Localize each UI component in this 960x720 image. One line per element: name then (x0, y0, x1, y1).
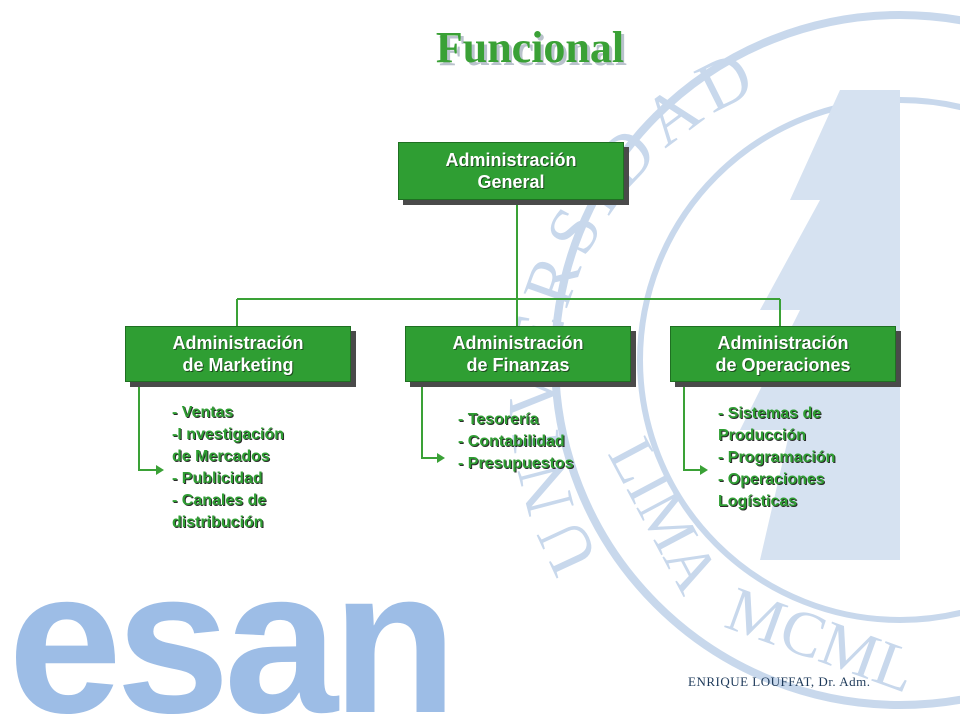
list-item: - Operaciones (718, 471, 825, 488)
connector-lines (138, 198, 781, 471)
arrowheads (156, 453, 708, 475)
list-item: - Ventas (172, 404, 234, 421)
list-item: - Contabilidad (458, 433, 565, 450)
list-item: de Mercados (172, 448, 270, 465)
tree-icon (740, 90, 900, 560)
node-label-line2: de Operaciones (715, 355, 851, 375)
finanzas-functions-list: - Tesorería - Contabilidad - Presupuesto… (458, 409, 618, 475)
list-item: - Programación (718, 449, 836, 466)
node-label-line1: Administración (172, 333, 304, 353)
arrowhead-operaciones (700, 465, 708, 475)
slide-title: Funcional (435, 23, 625, 72)
node-administracion-finanzas: Administración de Finanzas (405, 326, 631, 382)
arrowhead-marketing (156, 465, 164, 475)
node-label-line2: de Finanzas (466, 355, 570, 375)
esan-logo-watermark: esan (8, 527, 451, 720)
list-item: - Presupuestos (458, 455, 574, 472)
node-label-line1: Administración (452, 333, 584, 353)
node-label-line1: Administración (717, 333, 849, 353)
operaciones-functions-list: - Sistemas de Producción - Programación … (718, 403, 878, 513)
node-label-line2: de Marketing (182, 355, 294, 375)
list-item: Logísticas (718, 493, 798, 510)
author-footer: ENRIQUE LOUFFAT, Dr. Adm. (688, 674, 871, 689)
node-administracion-general: Administración General (398, 142, 624, 200)
marketing-functions-list: - Ventas -I nvestigación de Mercados - P… (172, 402, 332, 534)
list-item: - Tesorería (458, 411, 539, 428)
node-label-line2: General (477, 172, 545, 192)
list-item: - Publicidad (172, 470, 263, 487)
list-item: - Sistemas de (718, 405, 822, 422)
arrowhead-finanzas (437, 453, 445, 463)
node-administracion-operaciones: Administración de Operaciones (670, 326, 896, 382)
node-label-line1: Administración (445, 150, 577, 170)
node-administracion-marketing: Administración de Marketing (125, 326, 351, 382)
list-item: -I nvestigación (172, 426, 285, 443)
list-item: distribución (172, 514, 264, 531)
list-item: Producción (718, 427, 807, 444)
list-item: - Canales de (172, 492, 267, 509)
